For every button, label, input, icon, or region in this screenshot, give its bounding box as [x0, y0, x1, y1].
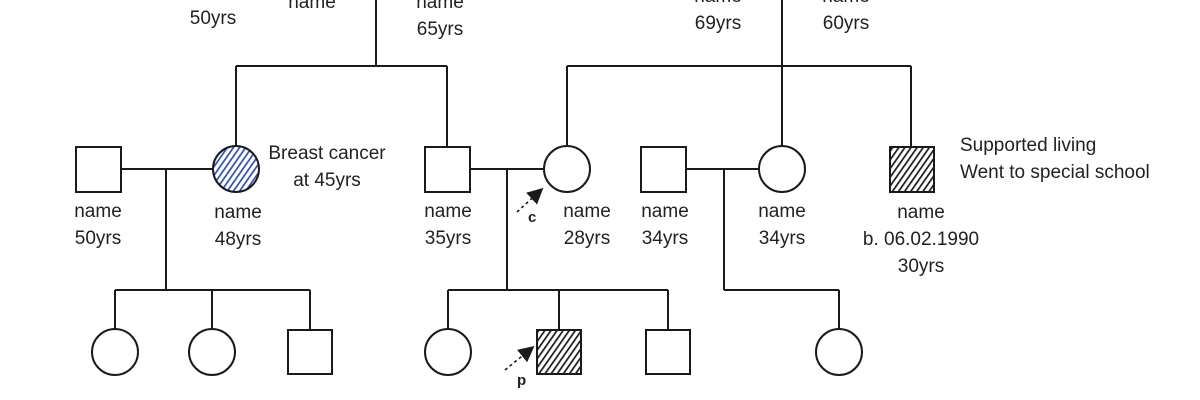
g2-female-1-name: name [214, 202, 262, 223]
g2-female-1-note-line1: Breast cancer [268, 143, 386, 164]
g2-female-2-name: name [563, 201, 611, 222]
g3-male-3-square [645, 329, 691, 375]
g2-male-4-note-line1: Supported living [960, 135, 1096, 156]
g2-male-4-note-line2: Went to special school [960, 162, 1150, 183]
g2-female-1-affected-circle [212, 145, 260, 193]
proband-marker: p [517, 372, 526, 389]
g3-female-2-circle [188, 328, 236, 376]
g2-male-4-age: 30yrs [898, 256, 944, 277]
g2-female-1-age: 48yrs [215, 229, 261, 250]
g2-male-3-square [640, 146, 687, 193]
proband-arrow [504, 345, 535, 371]
g2-female-2-consultand-circle [543, 145, 591, 193]
g3-female-3-circle [424, 328, 472, 376]
g2-female-3-age: 34yrs [759, 228, 805, 249]
g1-female-mid-name: name [416, 0, 464, 13]
consultand-marker: c [528, 209, 536, 226]
g2-male-4-affected-square [889, 146, 935, 193]
g3-male-1-square [287, 329, 333, 375]
g2-male-1-age: 50yrs [75, 228, 121, 249]
g2-female-1-note-line2: at 45yrs [293, 170, 361, 191]
g2-male-4-birth: b. 06.02.1990 [863, 229, 979, 250]
g1-female-right-name: name [822, 0, 870, 7]
g1-left-female-age: 50yrs [190, 8, 236, 29]
g2-male-2-age: 35yrs [425, 228, 471, 249]
g2-female-3-circle [758, 145, 806, 193]
g1-male-right-age: 69yrs [695, 13, 741, 34]
g2-male-1-square [75, 146, 122, 193]
g1-female-right-age: 60yrs [823, 13, 869, 34]
g2-male-2-square [424, 146, 471, 193]
g1-male-right-name: name [694, 0, 742, 7]
g2-male-3-name: name [641, 201, 689, 222]
g3-female-4-circle [815, 328, 863, 376]
g2-male-2-name: name [424, 201, 472, 222]
g2-male-4-name: name [897, 202, 945, 223]
g3-proband-affected-square [536, 329, 582, 375]
g1-female-mid-age: 65yrs [417, 19, 463, 40]
g2-male-1-name: name [74, 201, 122, 222]
g2-male-3-age: 34yrs [642, 228, 688, 249]
g2-female-2-age: 28yrs [564, 228, 610, 249]
g1-left-male-name: name [288, 0, 336, 13]
g2-female-3-name: name [758, 201, 806, 222]
g3-female-1-circle [91, 328, 139, 376]
